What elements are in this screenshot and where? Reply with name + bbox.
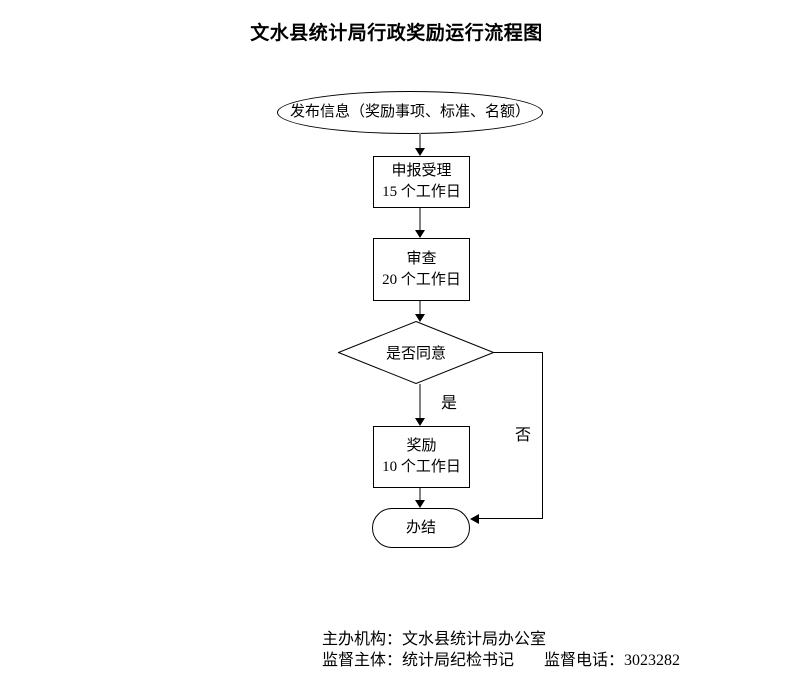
flow-node-step1: 申报受理 15 个工作日 [373, 156, 470, 208]
connector-no-branch-bottom [479, 518, 543, 519]
flow-node-decision: 是否同意 [338, 321, 494, 384]
connector-step2-decision [419, 301, 421, 314]
flow-node-step2: 审查 20 个工作日 [373, 238, 470, 301]
step2-duration: 20 个工作日 [382, 271, 461, 288]
step3-duration: 10 个工作日 [382, 459, 461, 475]
footer-line2: 监督主体：统计局纪检书记 监督电话：3023282 [322, 650, 680, 671]
connector-start-step1 [419, 133, 421, 148]
connector-no-branch-top [494, 352, 543, 353]
footer-organizer: 主办机构：文水县统计局办公室 [322, 631, 547, 648]
step1-duration: 15 个工作日 [382, 184, 461, 200]
branch-yes-label: 是 [441, 395, 458, 412]
connector-step3-end [419, 488, 421, 500]
flow-node-start: 发布信息（奖励事项、标准、名额） [277, 91, 543, 134]
footer: 主办机构：文水县统计局办公室 监督主体：统计局纪检书记 监督电话：3023282 [322, 629, 680, 671]
connector-no-branch-vertical [542, 352, 543, 519]
arrow-down-icon [415, 148, 425, 156]
start-label: 发布信息（奖励事项、标准、名额） [289, 104, 530, 120]
step1-name: 申报受理 [391, 163, 452, 179]
flow-node-step3: 奖励 10 个工作日 [373, 426, 470, 488]
end-label: 办结 [405, 519, 436, 536]
arrow-down-icon [415, 314, 425, 322]
page-title: 文水县统计局行政奖励运行流程图 [250, 23, 543, 44]
flow-node-end: 办结 [372, 508, 470, 548]
connector-decision-step3 [419, 384, 421, 418]
arrow-left-icon [470, 514, 479, 524]
decision-label: 是否同意 [385, 346, 446, 362]
branch-no-label: 否 [515, 427, 532, 444]
step3-name: 奖励 [406, 438, 437, 454]
arrow-down-icon [415, 418, 425, 426]
step2-name: 审查 [406, 250, 437, 267]
footer-supervisor: 监督主体：统计局纪检书记 [322, 652, 515, 669]
decision-diamond-shape [338, 321, 494, 384]
arrow-down-icon [415, 500, 425, 508]
connector-step1-step2 [419, 208, 421, 230]
arrow-down-icon [415, 230, 425, 238]
footer-phone: 监督电话：3023282 [544, 652, 681, 669]
